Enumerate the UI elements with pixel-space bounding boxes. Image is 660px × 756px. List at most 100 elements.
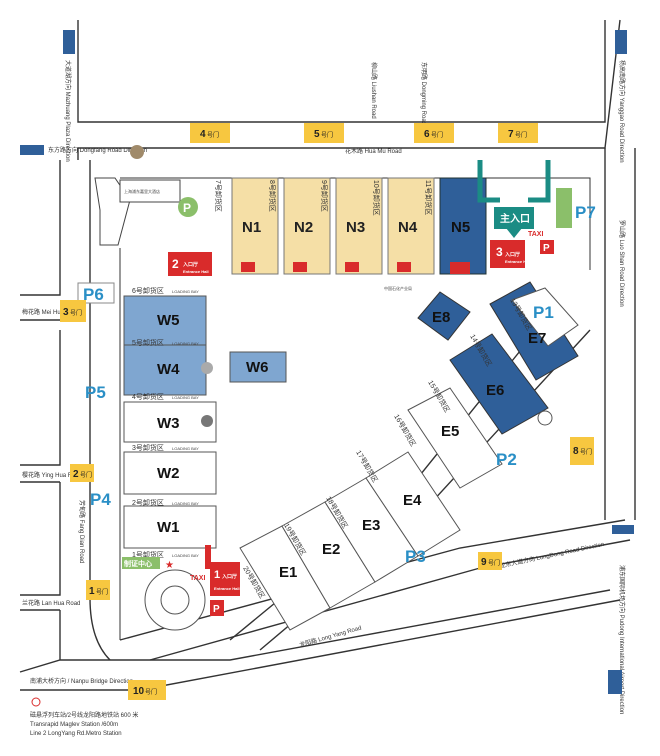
loading-bay-w6: LOADING BAY — [172, 289, 199, 294]
arrow-right-icon — [612, 525, 634, 534]
hall-n1: N1 — [242, 219, 261, 236]
taxi-label-south: TAXI — [190, 575, 205, 582]
person-icon — [201, 362, 213, 374]
gate-3-num: 3 — [63, 307, 69, 318]
zone-p7: P7 — [575, 203, 596, 222]
gate-3[interactable]: 3 号门 — [60, 300, 86, 322]
entrance-2[interactable]: 2 入口厅 Entrance Hall — [168, 252, 212, 276]
hall-w2: W2 — [157, 465, 180, 482]
footnote-line3: Line 2 LongYang Rd.Metro Station — [30, 731, 122, 737]
gate-10-suffix: 号门 — [145, 688, 157, 696]
gate-5[interactable]: 5 号门 — [304, 123, 344, 143]
zone-p2: P2 — [496, 450, 517, 469]
gate-markers[interactable]: 1 号门 2 号门 3 号门 4 号门 5 号门 6 号门 — [60, 123, 594, 700]
bay-6: 6号卸货区 — [132, 286, 164, 295]
gate-8[interactable]: 8 号门 — [570, 437, 594, 465]
loading-bay-w4: LOADING BAY — [172, 395, 199, 400]
road-meihua: 梅花路 Mei Hua Road — [22, 308, 80, 316]
road-yinghua: 樱花路 Ying Hua Road — [22, 471, 82, 479]
entrance-1[interactable]: 1 入口厅 Entrance Hall — [210, 562, 240, 596]
entrance-3[interactable]: 3 入口厅 Entrance Hall — [490, 240, 531, 268]
hall-w4: W4 — [157, 361, 180, 378]
hall-e5: E5 — [441, 423, 459, 440]
gate-3-suffix: 号门 — [70, 309, 82, 317]
gate-5-suffix: 号门 — [321, 131, 333, 139]
footnote-line2: Transrapid Maglev Station /600m — [30, 722, 118, 728]
main-entrance-label: 主入口 — [500, 212, 530, 225]
zone-p6: P6 — [83, 285, 104, 304]
registration-center — [122, 557, 160, 569]
zone-p4: P4 — [90, 490, 111, 509]
hall-e6: E6 — [486, 382, 504, 399]
taxi-label-north: TAXI — [528, 231, 543, 238]
roundabout — [537, 410, 553, 426]
gate-2[interactable]: 2 号门 — [70, 464, 94, 482]
road-dongfang: 东方路方向 Dongfang Road Direction — [48, 146, 147, 154]
sinopec-label: 中国石化产业局 — [384, 285, 412, 291]
arrow-up-icon — [615, 30, 627, 54]
gate-6-suffix: 号门 — [431, 131, 443, 139]
bay-1: 1号卸货区 — [132, 550, 164, 559]
gate-1[interactable]: 1 号门 — [86, 580, 110, 600]
star-icon: ★ — [165, 560, 174, 571]
registration-center-label: 制证中心 — [124, 559, 152, 568]
gate-6-num: 6 — [424, 129, 430, 140]
arrow-down-icon — [506, 228, 522, 238]
road-fangdian: 芳甸路 Fang Dian Road — [78, 500, 86, 563]
bay-7: 7号卸货区 — [214, 180, 223, 212]
gate-1-num: 1 — [89, 586, 95, 597]
zone-p3: P3 — [405, 547, 426, 566]
car-icon — [130, 145, 144, 159]
hall-n5: N5 — [451, 219, 470, 236]
road-pudong-airport: 浦东国际机场方向 Pudong International Airport Di… — [618, 565, 626, 714]
hall-e7: E7 — [528, 330, 546, 347]
hall-n4: N4 — [398, 219, 418, 236]
gate-10[interactable]: 10 号门 — [128, 680, 166, 700]
hall-w3: W3 — [157, 415, 180, 432]
gate-6[interactable]: 6 号门 — [414, 123, 454, 143]
gate-7[interactable]: 7 号门 — [498, 123, 538, 143]
hotel-label: 上海浦东嘉里大酒店 — [124, 188, 160, 194]
gate-2-num: 2 — [73, 469, 79, 480]
gate-9-num: 9 — [481, 557, 487, 568]
gate-9-suffix: 号门 — [488, 559, 500, 567]
entrance-1-num: 1 — [214, 569, 220, 581]
parking-icon — [540, 240, 554, 254]
hall-n3: N3 — [346, 219, 365, 236]
parking-p-icon — [178, 197, 198, 217]
gate-2-suffix: 号门 — [80, 471, 92, 479]
parking-label-south: P — [213, 604, 220, 615]
hall-w6: W6 — [246, 359, 269, 376]
main-entrance: 主入口 — [477, 160, 551, 238]
entrance-2-en: Entrance Hall — [183, 269, 209, 274]
hall-e1: E1 — [279, 564, 297, 581]
road-lanhua: 兰花路 Lan Hua Road — [22, 599, 80, 607]
entrance-2-zh: 入口厅 — [183, 261, 198, 268]
west-halls: W5 W4 W3 W2 W1 W6 6号卸货区 5号卸货区 4号卸货区 3号卸货… — [123, 286, 287, 559]
footnote: 磁悬浮列车站/2号线龙阳路地铁站 600 米 Transrapid Maglev… — [30, 697, 138, 737]
road-dongming: 东明路 Dongming Road — [420, 62, 428, 125]
entrance-3-zh: 入口厅 — [505, 251, 520, 258]
gate-8-suffix: 号门 — [580, 448, 592, 456]
gate-4[interactable]: 4 号门 — [190, 123, 230, 143]
zone-p5: P5 — [85, 383, 106, 402]
gate-7-suffix: 号门 — [515, 131, 527, 139]
gate-10-num: 10 — [133, 686, 145, 697]
entrance-1-zh: 入口厅 — [222, 573, 237, 580]
entrance-1-area: 制证中心 ★ TAXI P — [122, 545, 224, 631]
metro-icon — [31, 697, 41, 707]
service-icon — [201, 415, 213, 427]
bay-3: 3号卸货区 — [132, 443, 164, 452]
road-longdong: 龙东大道方向 LongDong Road Direction — [499, 540, 605, 570]
gate-9[interactable]: 9 号门 — [478, 552, 502, 570]
entrance-3-num: 3 — [496, 245, 503, 259]
registration-center-ne — [556, 188, 572, 228]
bay-5: 5号卸货区 — [132, 338, 164, 347]
gate-1-suffix: 号门 — [96, 588, 108, 596]
parking-p-label: P — [183, 201, 191, 215]
east-halls: E1 E2 E3 E4 E5 E6 E7 E8 20号卸货区 19号卸货区 18… — [239, 281, 579, 631]
arrow-left-icon — [20, 145, 44, 155]
loading-bay-w1: LOADING BAY — [172, 553, 199, 558]
arrow-up-icon — [63, 30, 75, 54]
